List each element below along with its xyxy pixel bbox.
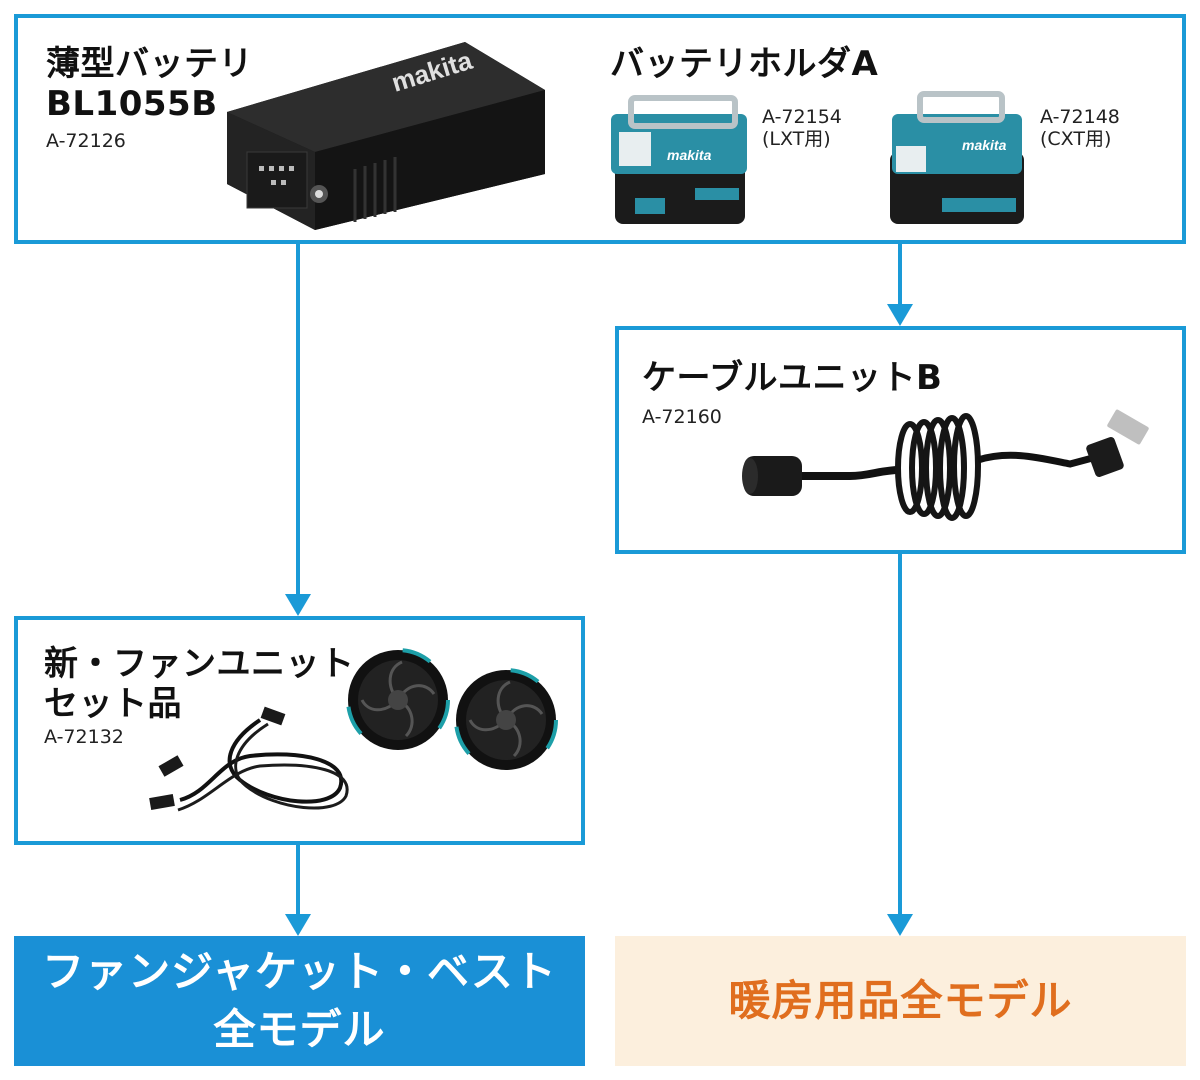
destination-fan-jacket-line2: 全モデル: [213, 1005, 386, 1054]
holder-cxt-code: A-72148 (CXT用): [1040, 106, 1120, 150]
fan-title: 新・ファンユニット セット品: [44, 644, 355, 724]
destination-heater-label: 暖房用品全モデル: [728, 976, 1073, 1025]
cable-image: [742, 409, 1149, 521]
arrow-cable-to-heater: [898, 554, 902, 916]
arrow-head: [285, 914, 311, 936]
arrow-head: [887, 914, 913, 936]
destination-fan-jacket-line1: ファンジャケット・ベスト: [42, 947, 557, 996]
destination-fan-jacket: ファンジャケット・ベスト 全モデル: [14, 936, 585, 1066]
cable-title: ケーブルユニットB: [642, 358, 943, 398]
arrow-holder-to-cable: [898, 244, 902, 306]
fan-unit-left-image: [346, 648, 450, 752]
fan-code: A-72132: [44, 726, 124, 748]
holder-lxt-image: makita: [611, 95, 747, 224]
svg-text:makita: makita: [962, 137, 1007, 153]
holder-cxt-image: makita: [890, 91, 1024, 224]
battery-image: makita: [227, 42, 545, 230]
svg-text:makita: makita: [667, 147, 712, 163]
holder-title: バッテリホルダA: [610, 44, 879, 84]
fan-cable-image: [149, 706, 349, 812]
arrow-head: [285, 594, 311, 616]
destination-heater: 暖房用品全モデル: [615, 936, 1186, 1066]
cable-code: A-72160: [642, 406, 722, 428]
battery-title: 薄型バッテリ BL1055B: [46, 44, 253, 124]
battery-code: A-72126: [46, 130, 126, 152]
arrow-head: [887, 304, 913, 326]
arrow-fan-to-jacket: [296, 845, 300, 917]
holder-lxt-code: A-72154 (LXT用): [762, 106, 842, 150]
fan-unit-right-image: [454, 668, 558, 772]
arrow-battery-to-fan: [296, 244, 300, 596]
